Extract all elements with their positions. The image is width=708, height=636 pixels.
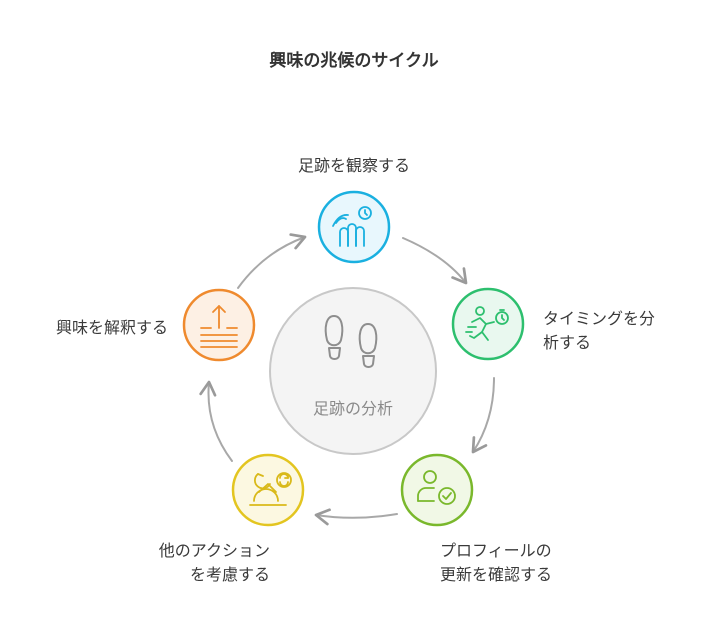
user-check-icon: [417, 470, 456, 505]
step-node-profile: [400, 453, 474, 527]
arrow-observe-to-timing: [402, 237, 468, 285]
arrow-interpret-to-observe: [237, 233, 307, 289]
label-line: 更新を確認する: [440, 565, 553, 584]
arrow-profile-to-actions: [314, 508, 398, 526]
label-line: 他のアクション: [158, 541, 270, 560]
diagram-title: 興味の兆候のサイクル: [269, 51, 439, 71]
arrow-actions-to-interpret: [199, 380, 233, 462]
sort-upload-icon: [200, 305, 238, 348]
footprints-icon: [324, 315, 378, 368]
running-stopwatch-icon: [465, 306, 509, 341]
label-line: タイミングを分: [543, 309, 656, 328]
fingers-clock-icon: [332, 206, 372, 247]
label-line: プロフィールの: [440, 541, 552, 560]
label-line: 興味を解釈する: [55, 318, 168, 337]
step-node-timing: [451, 287, 525, 361]
step-label-profile: プロフィールの 更新を確認する: [440, 539, 620, 587]
label-line: 析する: [543, 333, 592, 352]
step-label-actions: 他のアクション を考慮する: [100, 539, 270, 587]
step-label-interpret: 興味を解釈する: [10, 316, 168, 340]
step-label-observe: 足跡を観察する: [240, 154, 468, 178]
cycle-arrows: [199, 233, 495, 526]
step-label-timing: タイミングを分 析する: [543, 307, 693, 355]
arrow-timing-to-profile: [471, 377, 495, 454]
step-node-interpret: [182, 288, 256, 362]
person-refresh-icon: [249, 472, 292, 506]
label-line: を考慮する: [189, 565, 270, 584]
step-node-observe: [317, 190, 391, 264]
center-label: 足跡の分析: [313, 399, 393, 418]
label-line: 足跡を観察する: [297, 156, 410, 175]
center-node: 足跡の分析: [269, 287, 437, 455]
step-node-actions: [231, 453, 305, 527]
